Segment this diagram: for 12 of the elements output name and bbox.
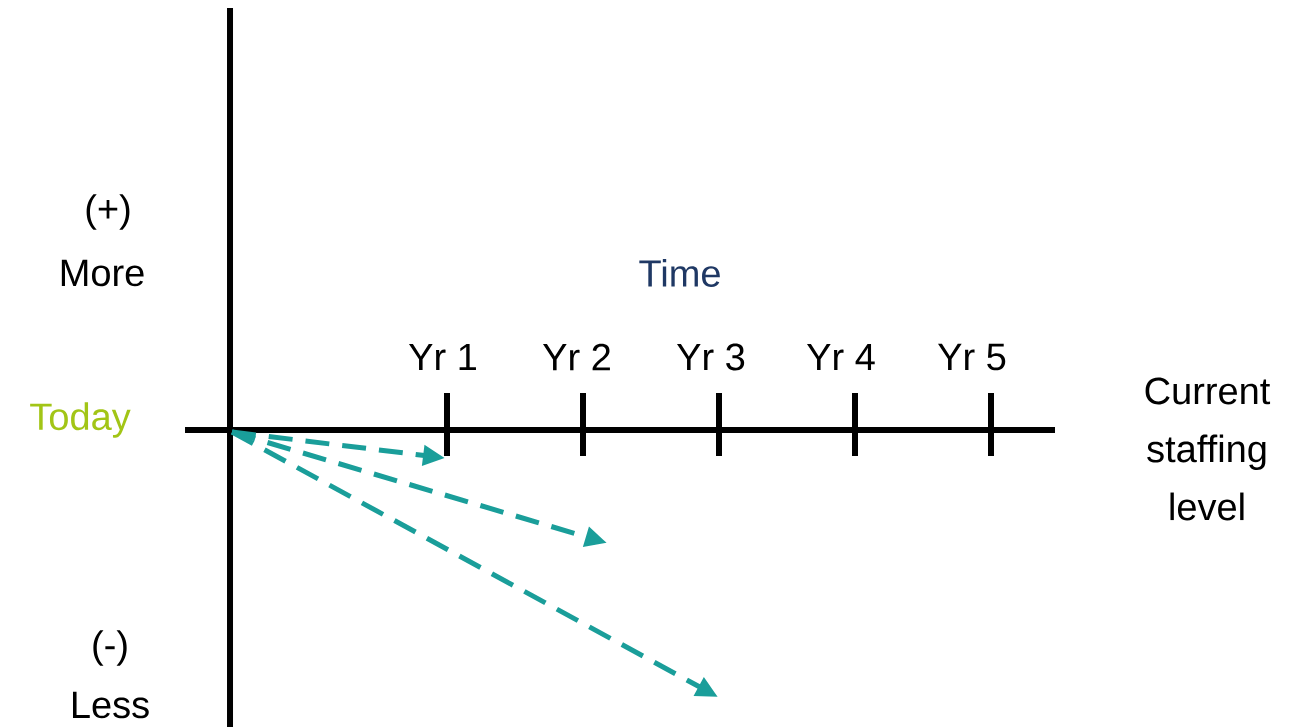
sign-label: (+) <box>86 194 130 230</box>
sign-label: (-) <box>93 630 127 666</box>
axis-label: Less <box>73 691 149 719</box>
axis-label: More <box>61 259 144 287</box>
tick-label: Yr 4 <box>807 343 875 371</box>
axis-label: Today <box>30 402 131 438</box>
tick-label: Yr 3 <box>677 343 745 371</box>
tick-label: Yr 2 <box>543 343 610 371</box>
axis-label: Current staffing level <box>1145 377 1271 521</box>
axis-label: Time <box>639 259 720 287</box>
tick-label: Yr 5 <box>938 343 1006 371</box>
tick-label: Yr 1 <box>409 343 476 371</box>
